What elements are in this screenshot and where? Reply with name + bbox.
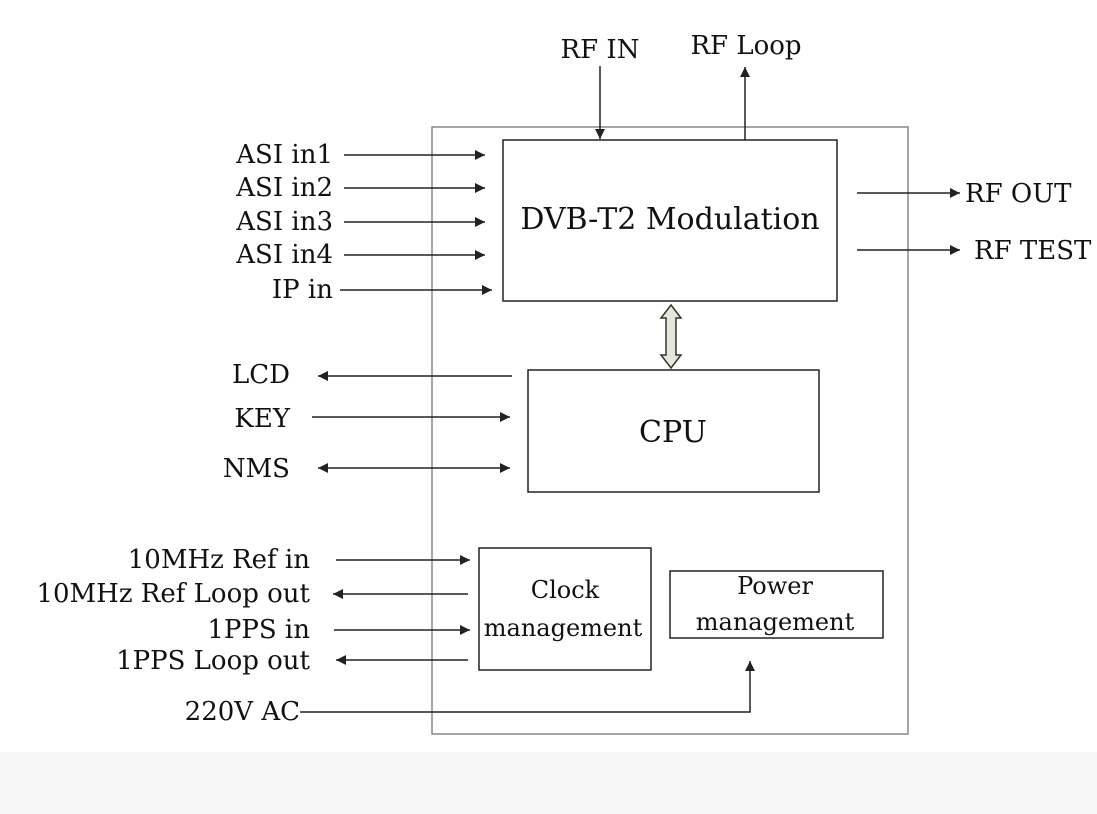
pps-in-label: 1PPS in [207,615,310,645]
asi-in3-label: ASI in3 [235,207,333,237]
ref-in-label: 10MHz Ref in [128,545,311,575]
asi-in4-label: ASI in4 [235,240,333,270]
key-label: KEY [234,404,290,434]
rf-test-label: RF TEST [974,236,1092,266]
power-block [669,570,884,639]
ip-in-label: IP in [272,275,333,305]
ac-power-line [300,661,755,713]
ref-loop-out-label: 10MHz Ref Loop out [36,579,310,609]
power-label-line2: management [696,608,855,636]
nms-label: NMS [223,454,290,484]
rf-out-label: RF OUT [965,179,1072,209]
modulation-label: DVB-T2 Modulation [520,202,819,237]
clock-label-line1: Clock [531,576,600,604]
asi-in2-label: ASI in2 [235,173,333,203]
clock-label-line2: management [484,614,643,642]
power-label-line1: Power [737,572,813,600]
bottom-band [0,752,1097,814]
cpu-block [527,369,820,493]
pps-loop-out-label: 1PPS Loop out [116,646,310,676]
rf-loop-label: RF Loop [690,31,801,61]
ac-label: 220V AC [185,697,300,727]
lcd-label: LCD [232,360,290,390]
cpu-modulation-bus [659,303,683,370]
rf-in-label: RF IN [561,35,640,65]
device-enclosure [431,126,909,735]
modulation-block [502,139,838,302]
cpu-label: CPU [639,415,707,450]
asi-in1-label: ASI in1 [235,140,333,170]
clock-block [478,547,652,671]
